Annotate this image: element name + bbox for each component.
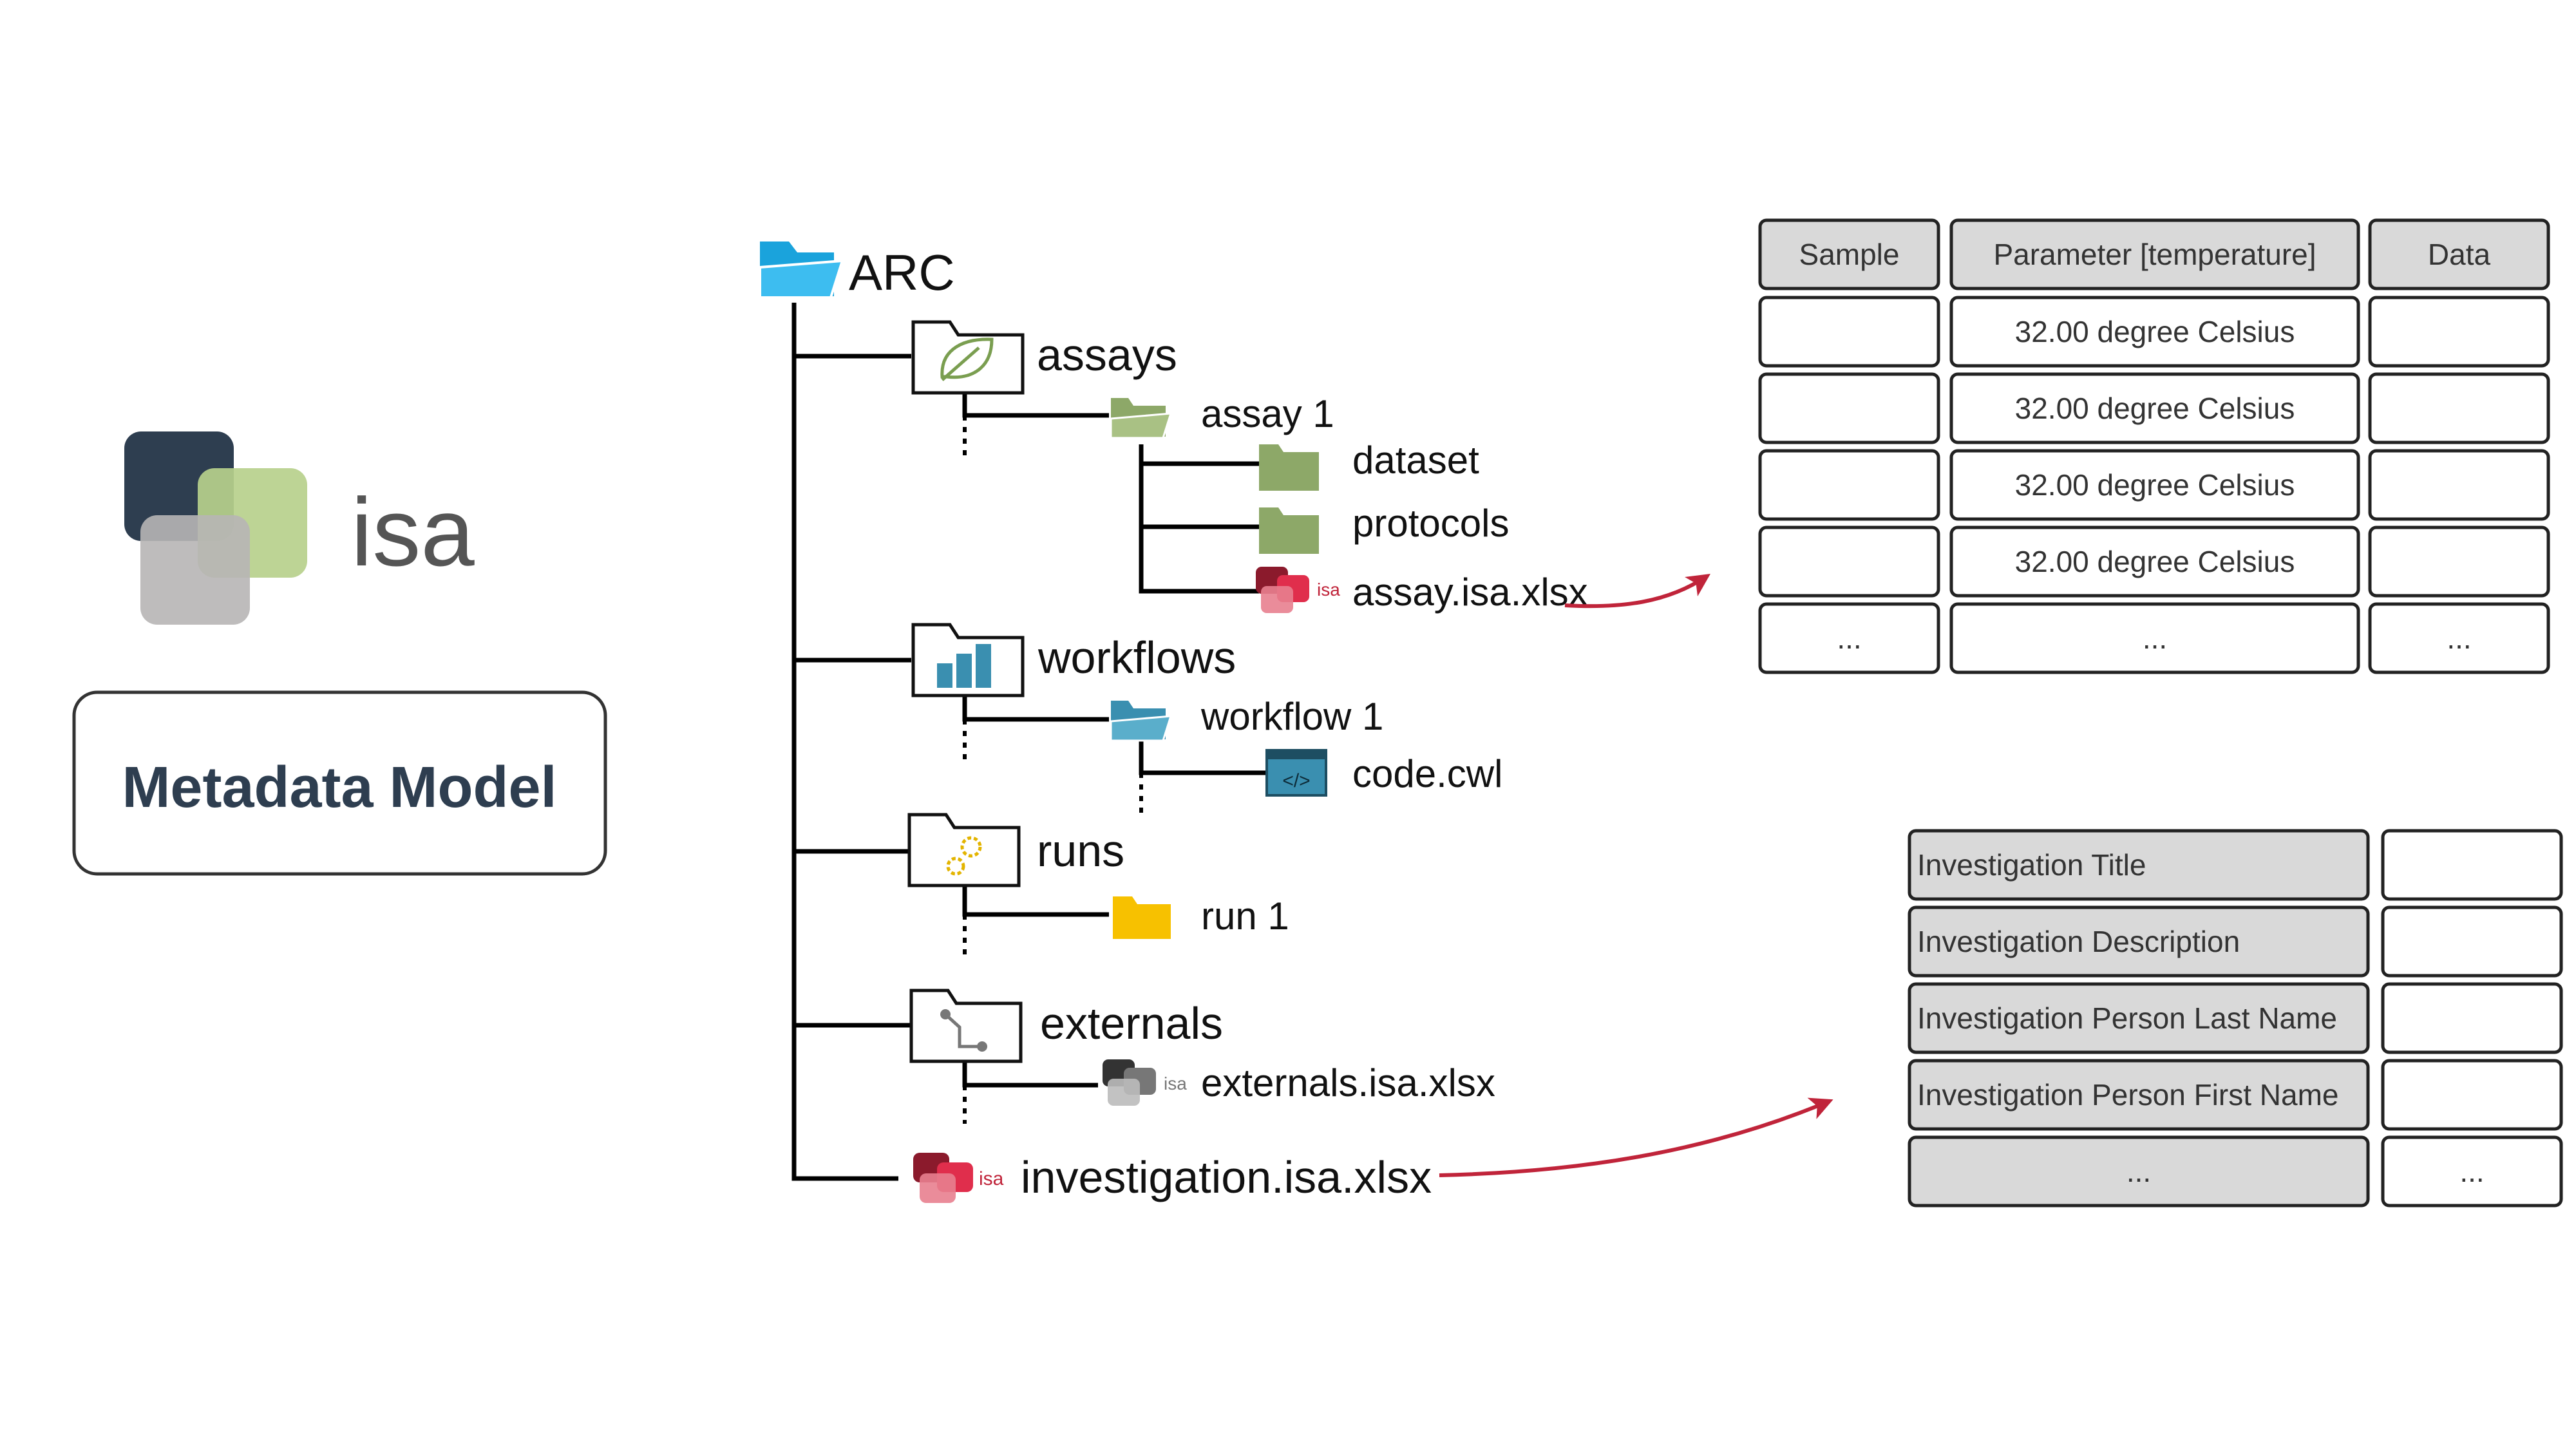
assay-1-folder-icon: [1110, 398, 1173, 439]
investigation-table-key-0-text: Investigation Title: [1917, 848, 2146, 882]
assay-table-header-0: Sample: [1758, 218, 1940, 290]
assay-table-header-2: Data: [2368, 218, 2550, 290]
assay-1-label: assay 1: [1201, 392, 1334, 435]
arc-root-label: ARC: [849, 244, 955, 301]
assay-table-header-0-text: Sample: [1799, 238, 1900, 271]
assay-table-header-1-text: Parameter [temperature]: [1993, 238, 2316, 271]
code-cwl-label: code.cwl: [1352, 752, 1502, 795]
code-cwl-icon: </>: [1265, 749, 1327, 797]
assays-folder-icon: [911, 320, 1025, 395]
investigation-table-key-2: Investigation Person Last Name: [1908, 982, 2370, 1054]
run-1-folder-icon: [1113, 896, 1171, 939]
runs-folder-icon: [907, 813, 1021, 887]
externals-isa-badge: isa: [1164, 1074, 1187, 1094]
investigation-isa-file-icon: isa: [913, 1153, 1004, 1203]
assay-table-cell-4-2: ...: [2368, 602, 2550, 674]
investigation-isa-badge: isa: [979, 1168, 1004, 1189]
assay-table-cell-0-2: [2368, 296, 2550, 368]
assays-label: assays: [1037, 330, 1177, 380]
assay-isa-badge: isa: [1317, 580, 1340, 600]
assay-isa-file-label: assay.isa.xlsx: [1352, 571, 1588, 614]
assay-to-table-arrow: [1564, 574, 1710, 609]
investigation-table-key-3-text: Investigation Person First Name: [1917, 1078, 2339, 1112]
assay-table-cell-1-1: 32.00 degree Celsius: [1949, 372, 2360, 444]
externals-folder-icon: [909, 989, 1023, 1063]
assay-table-cell-2-0: [1758, 449, 1940, 521]
metadata-model-label: Metadata Model: [122, 755, 556, 820]
assay-table-cell-0-0: [1758, 296, 1940, 368]
investigation-table-value-4-text: ...: [2459, 1155, 2484, 1188]
investigation-table-key-2-text: Investigation Person Last Name: [1917, 1001, 2337, 1035]
dataset-folder-icon: [1259, 444, 1319, 491]
tree-lines: [791, 303, 1265, 1181]
protocols-label: protocols: [1352, 502, 1509, 545]
assay-table-cell-2-1: 32.00 degree Celsius: [1949, 449, 2360, 521]
workflow-1-folder-icon: [1110, 701, 1173, 742]
investigation-table-key-4-text: ...: [2126, 1155, 2151, 1188]
assay-table-cell-0-1-text: 32.00 degree Celsius: [2015, 315, 2295, 348]
investigation-table-key-0: Investigation Title: [1908, 829, 2370, 901]
investigation-table-key-3: Investigation Person First Name: [1908, 1059, 2370, 1131]
externals-isa-file-icon: isa: [1103, 1059, 1187, 1106]
investigation-table-value-0: [2381, 829, 2563, 901]
assay-table-cell-2-1-text: 32.00 degree Celsius: [2015, 468, 2295, 502]
arc-folder-icon: [759, 242, 844, 299]
assay-table-cell-0-1: 32.00 degree Celsius: [1949, 296, 2360, 368]
investigation-to-table-arrow: [1439, 1097, 1833, 1177]
assay-table-cell-3-1: 32.00 degree Celsius: [1949, 526, 2360, 598]
assay-table-cell-3-1-text: 32.00 degree Celsius: [2015, 545, 2295, 578]
run-1-label: run 1: [1201, 895, 1289, 938]
workflow-1-label: workflow 1: [1200, 695, 1383, 738]
investigation-table-key-4: ...: [1908, 1135, 2370, 1208]
assay-table-cell-4-0: ...: [1758, 602, 1940, 674]
investigation-table-key-1: Investigation Description: [1908, 905, 2370, 978]
assay-table-cell-1-1-text: 32.00 degree Celsius: [2015, 392, 2295, 425]
svg-text:</>: </>: [1282, 770, 1310, 791]
assay-table-cell-4-2-text: ...: [2447, 621, 2471, 655]
investigation-table-value-4: ...: [2381, 1135, 2563, 1208]
assay-table-cell-4-0-text: ...: [1837, 621, 1861, 655]
dataset-label: dataset: [1352, 439, 1479, 482]
isa-logo-text: isa: [351, 478, 475, 586]
assay-table-cell-2-2: [2368, 449, 2550, 521]
externals-label: externals: [1040, 998, 1223, 1048]
investigation-table-value-1: [2381, 905, 2563, 978]
externals-isa-file-label: externals.isa.xlsx: [1201, 1061, 1495, 1104]
investigation-table-value-3: [2381, 1059, 2563, 1131]
assay-table-cell-1-0: [1758, 372, 1940, 444]
investigation-table-value-2: [2381, 982, 2563, 1054]
assay-table-cell-1-2: [2368, 372, 2550, 444]
assay-table-header-2-text: Data: [2428, 238, 2491, 271]
assay-table-header-1: Parameter [temperature]: [1949, 218, 2360, 290]
assay-isa-file-icon: isa: [1256, 567, 1340, 613]
runs-label: runs: [1037, 826, 1124, 876]
isa-logo: isa: [124, 431, 475, 625]
investigation-table-key-1-text: Investigation Description: [1917, 925, 2240, 958]
assay-table-cell-4-1: ...: [1949, 602, 2360, 674]
workflows-label: workflows: [1037, 632, 1236, 683]
assay-table-cell-3-2: [2368, 526, 2550, 598]
assay-table-cell-3-0: [1758, 526, 1940, 598]
metadata-model-box: Metadata Model: [72, 690, 607, 876]
assay-table: Sample Parameter [temperature] Data 32.00 d…: [1758, 218, 2550, 674]
assay-table-cell-4-1-text: ...: [2143, 621, 2167, 655]
workflows-folder-icon: [911, 623, 1025, 697]
investigation-file-label: investigation.isa.xlsx: [1021, 1152, 1432, 1202]
protocols-folder-icon: [1259, 507, 1319, 554]
